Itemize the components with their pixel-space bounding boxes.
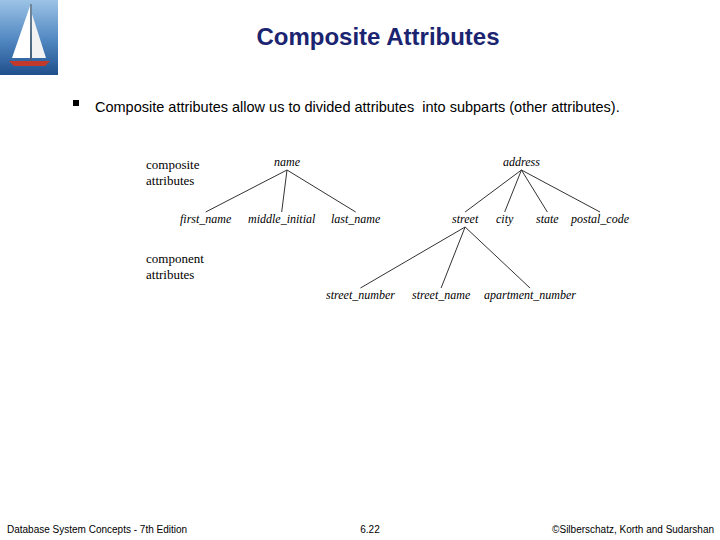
bullet-mark — [73, 100, 79, 106]
attribute-name: street_name — [412, 289, 470, 302]
attribute-name: last_name — [331, 213, 380, 226]
logo-hull — [9, 61, 50, 66]
logo-ground — [0, 0, 58, 75]
attribute-name: postal_code — [571, 213, 629, 226]
attribute-name: city — [496, 213, 513, 226]
sailboat-logo — [0, 0, 58, 75]
tree-link — [441, 227, 465, 288]
attribute-node: state — [534, 212, 561, 227]
tree-link — [287, 170, 356, 212]
slide-title: Composite Attributes — [0, 22, 720, 52]
tree-link — [521, 170, 547, 212]
tree-link — [465, 227, 530, 288]
tree-link — [360, 227, 465, 288]
attribute-node: address — [501, 155, 542, 170]
attribute-node: middle_initial — [246, 212, 317, 227]
tree-link — [505, 170, 522, 212]
page-number: 6.22 — [320, 523, 420, 536]
attribute-name: middle_initial — [248, 213, 315, 226]
attribute-name: name — [274, 156, 300, 169]
footer-text: Database System Concepts - 7th Edition — [7, 523, 267, 536]
attribute-name: street — [452, 213, 478, 226]
attribute-node: postal_code — [569, 212, 631, 227]
row-label: component attributes — [146, 251, 222, 283]
attribute-name: state — [536, 213, 559, 226]
tree-link — [465, 170, 521, 212]
attribute-node: street_name — [410, 288, 472, 303]
logo-sail — [12, 6, 30, 58]
attribute-node: street — [450, 212, 480, 227]
attribute-node: first_name — [178, 212, 233, 227]
bullet-text: Composite attributes allow us to divided… — [95, 96, 655, 118]
attribute-node: name — [272, 155, 302, 170]
attribute-node: last_name — [329, 212, 382, 227]
attribute-name: address — [503, 156, 540, 169]
attribute-node: street_number — [324, 288, 397, 303]
attribute-name: street_number — [326, 289, 395, 302]
logo-jib — [32, 14, 46, 58]
attribute-name: apartment_number — [484, 289, 576, 302]
attribute-name: first_name — [180, 213, 231, 226]
copyright-text: ©Silberschatz, Korth and Sudarshan — [440, 523, 714, 536]
row-label: composite attributes — [146, 157, 218, 189]
tree-link — [521, 170, 600, 212]
attribute-node: city — [494, 212, 515, 227]
logo-mast — [31, 4, 32, 61]
tree-link — [206, 170, 287, 212]
attribute-node: apartment_number — [482, 288, 578, 303]
tree-link — [282, 170, 287, 212]
